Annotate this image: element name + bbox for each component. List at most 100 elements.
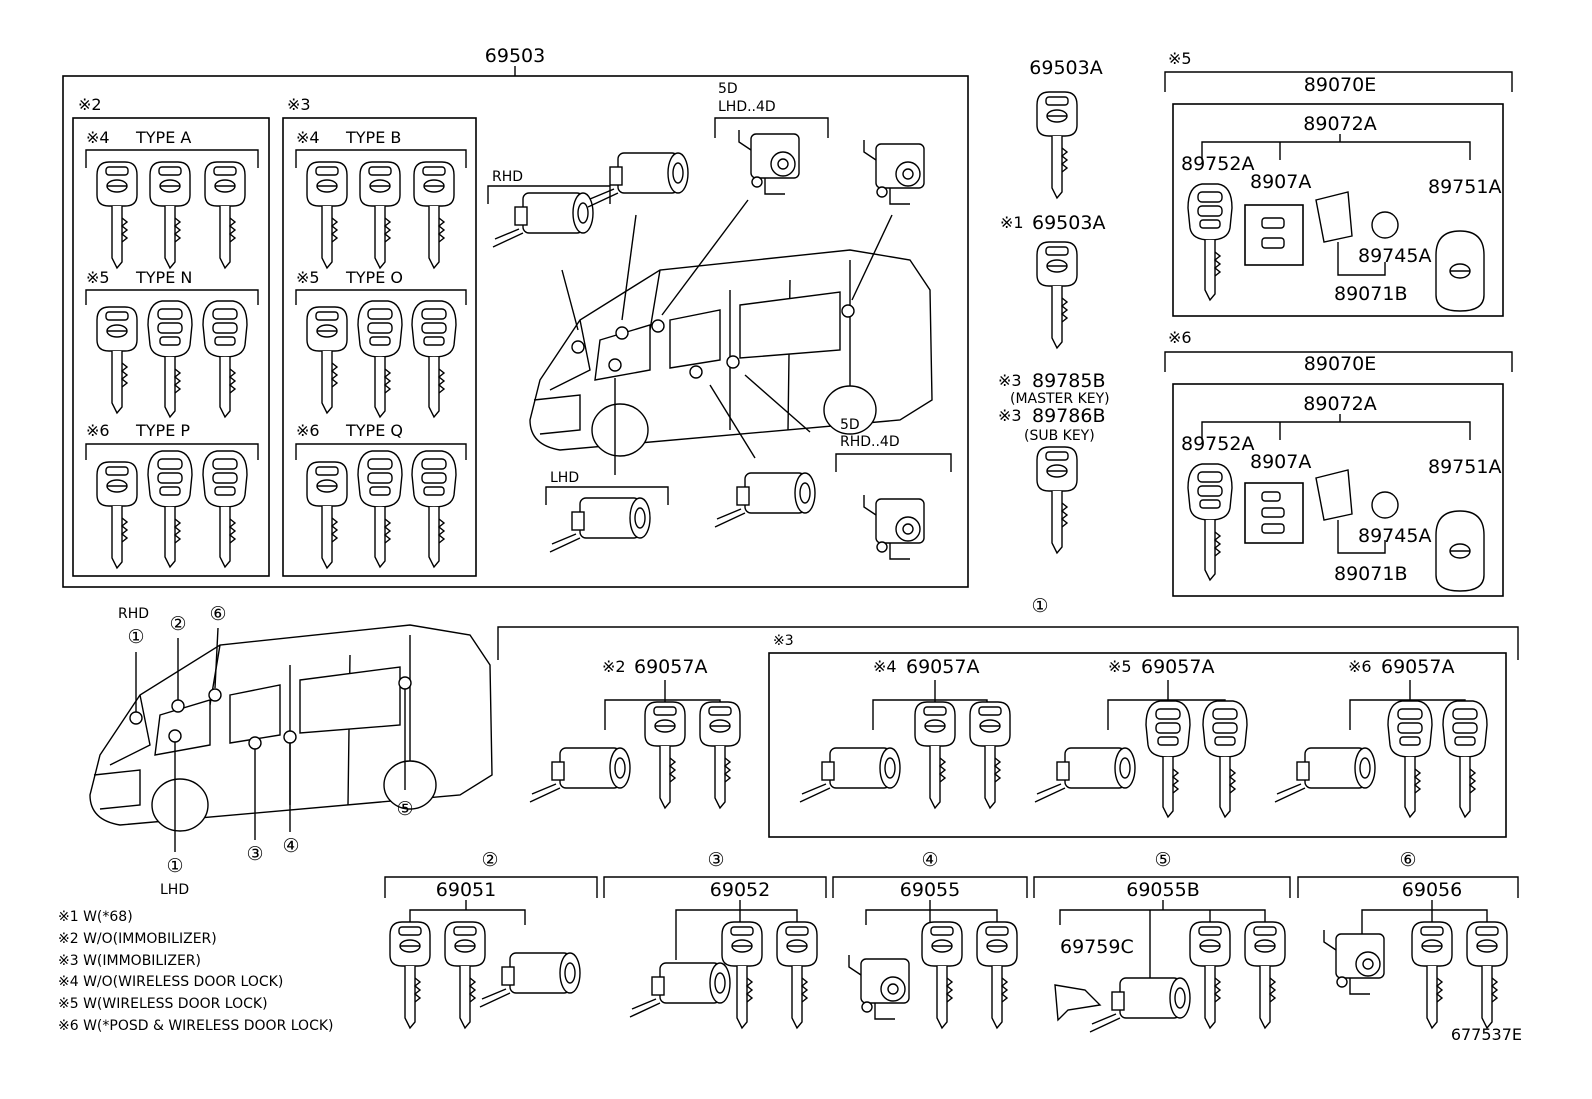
master-key-label: (MASTER KEY): [1010, 391, 1110, 407]
footnote-5: ※5 W(WIRELESS DOOR LOCK): [58, 996, 268, 1012]
5d-label-lhd: 5D: [718, 81, 738, 97]
locator-dots: [571, 304, 855, 379]
part-number-69503A-w68: 69503A: [1032, 212, 1105, 234]
part-number-89745A: 89745A: [1358, 245, 1431, 267]
key-fob-icon: [1435, 230, 1485, 312]
key-icon: [413, 161, 455, 269]
key-icon: [1036, 446, 1078, 554]
van-illustration: [89, 624, 493, 832]
part-number-8907A: 8907A: [1250, 171, 1311, 193]
key-icon: [1036, 91, 1078, 199]
part-number-89071B: 89071B: [1334, 283, 1407, 305]
part-number-69051: 69051: [436, 879, 496, 901]
part-number-89072A: 89072A: [1303, 113, 1376, 135]
part-number-89070E: 89070E: [1304, 74, 1376, 96]
back-door-lock-cylinder-icon: [1089, 977, 1191, 1033]
key-icon: [1036, 241, 1078, 349]
mark-type-o: ※5: [296, 268, 320, 287]
type-b-label: TYPE B: [345, 128, 401, 147]
key-set-69503: 69503 ※2 ※3 ※4 TYPE A ※4 TYPE B ※5 TYPE …: [62, 45, 969, 588]
key-icon: [96, 306, 138, 414]
door-lock-cylinder-icon: [714, 472, 816, 528]
key-icon: [306, 461, 348, 569]
part-number-69056: 69056: [1402, 879, 1462, 901]
part-number-69055: 69055: [900, 879, 960, 901]
key-icon: [976, 921, 1018, 1029]
ignition-cylinder-icon: [529, 747, 631, 803]
single-keys-column: 69503A ※1 69503A ※3 89785B (MASTER KEY) …: [998, 57, 1110, 554]
callout-1: ①: [127, 626, 144, 648]
note-mark-3-box: ※3: [773, 633, 794, 649]
part-number-69057A: 69057A: [906, 656, 979, 678]
callout-4-header: ④: [921, 849, 938, 871]
lhd-4d-label: LHD..4D: [718, 99, 776, 115]
part-number-89071B: 89071B: [1334, 563, 1407, 585]
type-a-label: TYPE A: [135, 128, 191, 147]
remote-key-icon: [357, 450, 403, 568]
key-icon: [776, 921, 818, 1029]
part-number-69052: 69052: [710, 879, 770, 901]
slide-door-lock-icon: [848, 954, 910, 1020]
lhd-label: LHD: [160, 882, 189, 898]
part-number-8907A: 8907A: [1250, 451, 1311, 473]
part-number-89751A: 89751A: [1428, 456, 1501, 478]
part-number-69057A: 69057A: [634, 656, 707, 678]
callout-6: ⑥: [209, 603, 226, 625]
key-icon: [389, 921, 431, 1029]
back-door-lock-icon: [863, 139, 925, 205]
remote-key-icon: [1387, 700, 1433, 818]
power-slide-door-lock-icon: [1323, 929, 1385, 995]
callout-5-header: ⑤: [1154, 849, 1171, 871]
key-icon: [969, 701, 1011, 809]
key-icon: [149, 161, 191, 269]
note-mark-3-master: ※3: [998, 371, 1022, 390]
note-mark-2: ※2: [78, 95, 102, 114]
callout-4: ④: [282, 835, 299, 857]
part-number-89751A: 89751A: [1428, 176, 1501, 198]
key-icon: [914, 701, 956, 809]
footnote-6: ※6 W(*POSD & WIRELESS DOOR LOCK): [58, 1018, 334, 1034]
mark-type-n: ※5: [86, 268, 110, 287]
key-icon: [1466, 921, 1508, 1029]
mark-type-a: ※4: [86, 128, 110, 147]
key-icon: [644, 701, 686, 809]
ignition-cylinder-icon: [1274, 747, 1376, 803]
type-o-label: TYPE O: [345, 268, 403, 287]
rhd-4d-label: RHD..4D: [840, 434, 900, 450]
key-icon: [204, 161, 246, 269]
callout-3-header: ③: [707, 849, 724, 871]
remote-key-icon: [1202, 700, 1248, 818]
rhd-label: RHD: [492, 169, 523, 185]
location-van: RHD LHD ① ② ⑥ ① ③ ④ ⑤: [89, 603, 493, 898]
callout-1-lhd: ①: [166, 855, 183, 877]
part-number-69055B: 69055B: [1126, 879, 1199, 901]
remote-key-icon: [1442, 700, 1488, 818]
lock-sets-bottom: ② 69051 ③ 69052 ④ 69055 ⑤ 69055B 69759C …: [384, 849, 1519, 1033]
transmitter-set-5: ※5 89070E 89072A 89752A 8907A 89751A 897…: [1164, 49, 1513, 317]
note-mark-5: ※5: [1168, 49, 1192, 68]
part-number-69503A: 69503A: [1029, 57, 1102, 79]
note-mark-6: ※6: [1168, 328, 1192, 347]
slide-door-lock-icon: [738, 129, 800, 195]
footnote-1: ※1 W(*68): [58, 909, 133, 925]
remote-key-icon: [1187, 463, 1233, 581]
remote-key-icon: [357, 300, 403, 418]
part-number-89072A: 89072A: [1303, 393, 1376, 415]
footnote-2: ※2 W/O(IMMOBILIZER): [58, 931, 217, 947]
callout-5: ⑤: [396, 798, 413, 820]
footnotes: ※1 W(*68) ※2 W/O(IMMOBILIZER) ※3 W(IMMOB…: [58, 909, 334, 1034]
door-lock-cylinder-icon: [629, 962, 731, 1018]
slide-door-lock-icon: [863, 494, 925, 560]
ignition-cylinder-icon: [549, 497, 651, 553]
note-mark-1: ※1: [1000, 213, 1024, 232]
key-icon: [444, 921, 486, 1029]
key-icon: [921, 921, 963, 1029]
key-icon: [1411, 921, 1453, 1029]
type-p-label: TYPE P: [135, 421, 190, 440]
remote-key-icon: [147, 300, 193, 418]
callout-2-header: ②: [481, 849, 498, 871]
key-icon: [306, 161, 348, 269]
footnote-3: ※3 W(IMMOBILIZER): [58, 953, 201, 969]
part-number-69057A: 69057A: [1381, 656, 1454, 678]
